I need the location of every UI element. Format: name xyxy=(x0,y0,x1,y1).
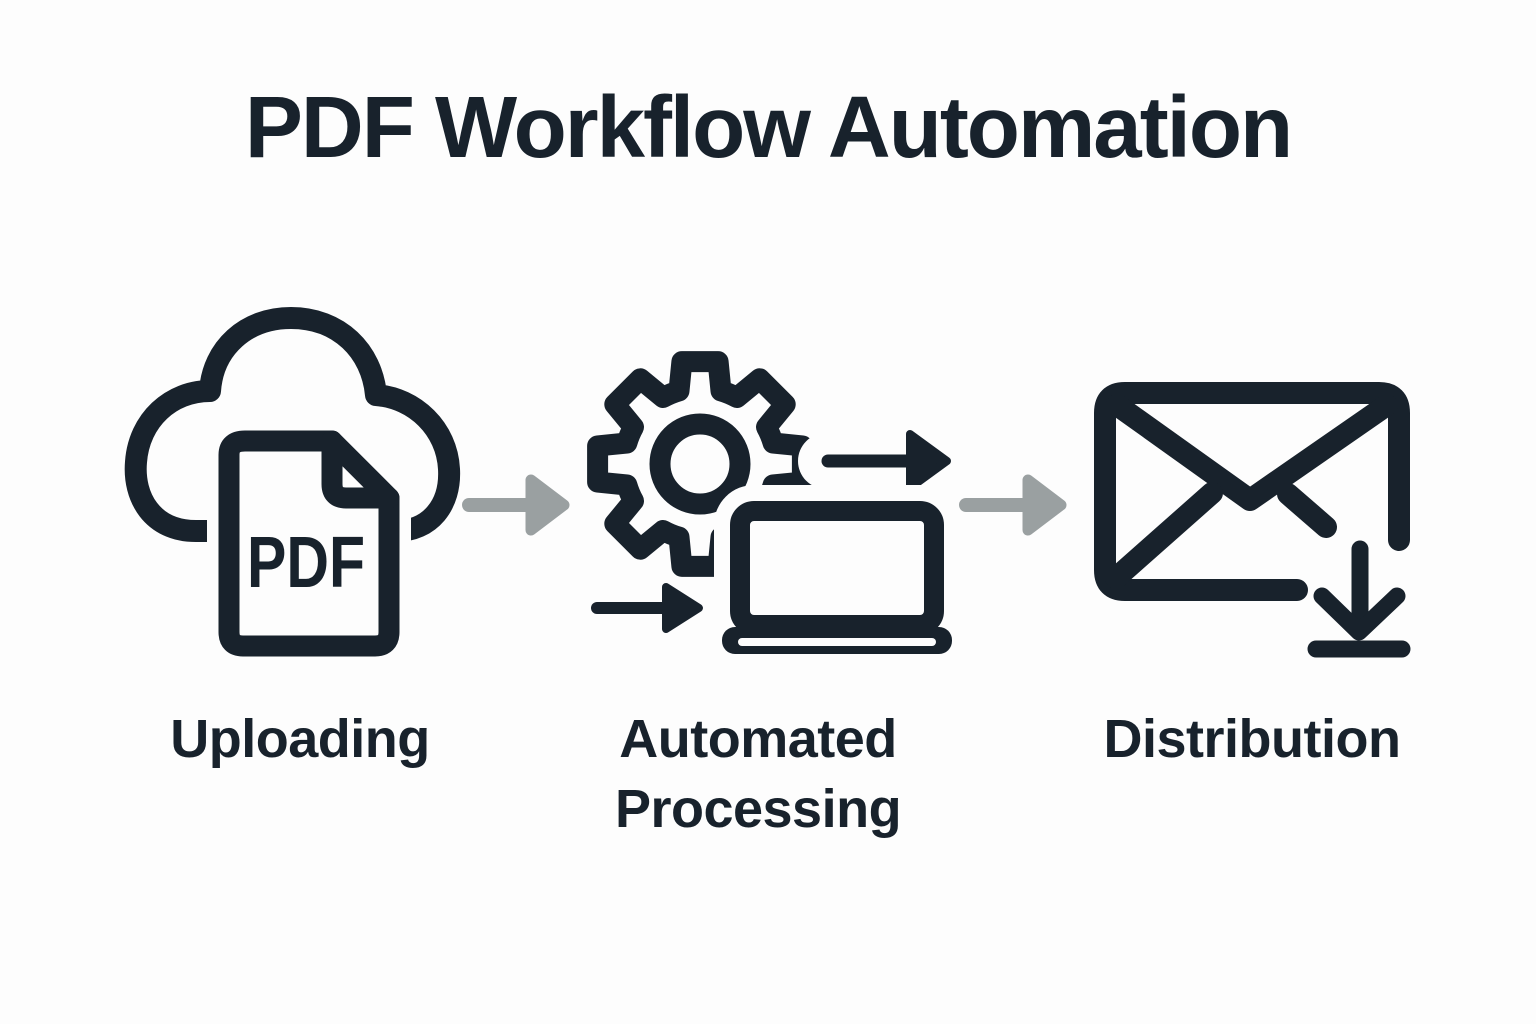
output-arrow-head xyxy=(906,430,951,492)
gear-hub xyxy=(649,413,751,515)
laptop-icon xyxy=(713,485,961,663)
cloud-icon xyxy=(124,307,461,542)
input-arrow-head xyxy=(662,583,703,633)
processing-icon xyxy=(580,351,978,663)
cloud-upload-icon: PDF xyxy=(124,307,461,668)
envelope-flap xyxy=(1106,394,1398,511)
laptop-base-slot xyxy=(738,638,936,646)
pdf-document-label: PDF xyxy=(247,523,365,603)
stage-label-automated-processing: Automated Processing xyxy=(614,709,902,839)
flow-arrow-1-head xyxy=(525,474,570,536)
flow-arrow-2-head xyxy=(1022,474,1067,536)
download-arrow-icon xyxy=(1307,540,1411,658)
envelope-diagonal-right xyxy=(1277,483,1337,538)
laptop-screen xyxy=(730,501,944,635)
envelope-icon xyxy=(1094,382,1410,601)
envelope-download-icon xyxy=(1094,382,1411,658)
envelope-diagonal-left xyxy=(1105,482,1223,589)
flow-arrow-1-icon xyxy=(462,474,570,536)
stage-label-distribution: Distribution xyxy=(1103,709,1401,769)
flow-arrow-2-icon xyxy=(959,474,1067,536)
stage-label-uploading: Uploading xyxy=(170,709,430,769)
page-title: PDF Workflow Automation xyxy=(244,79,1293,176)
pdf-document-fold-icon xyxy=(321,430,400,509)
download-arrow-head xyxy=(1313,587,1406,641)
